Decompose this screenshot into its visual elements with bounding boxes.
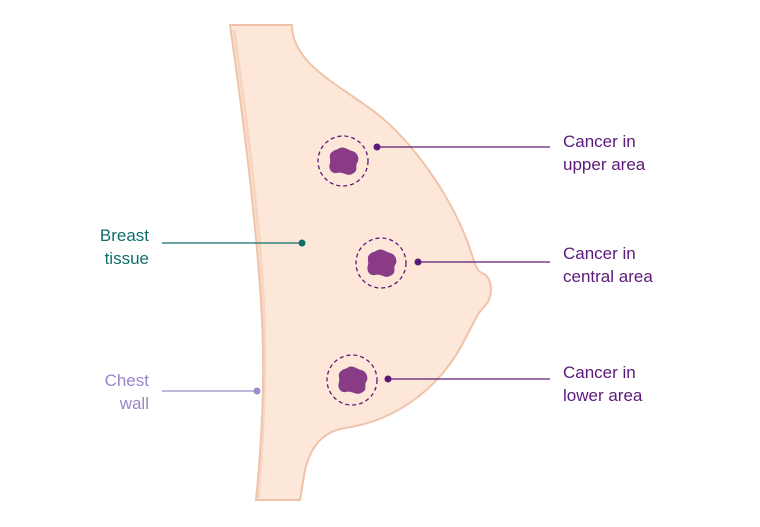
breast-tissue-label-line2: tissue xyxy=(104,249,149,268)
chest-wall-label: Chest wall xyxy=(40,369,149,415)
chest-wall-edge xyxy=(232,29,267,499)
tumor-central-ring xyxy=(355,237,407,289)
tumor-upper-mass xyxy=(329,147,359,175)
central-area-label-line2: central area xyxy=(563,267,653,286)
central-area-label-line1: Cancer in xyxy=(563,244,636,263)
chest-wall-label-line2: wall xyxy=(119,394,149,413)
tumor-upper-ring xyxy=(317,135,369,187)
tumor-central xyxy=(355,237,407,289)
upper-area-label-line2: upper area xyxy=(563,155,646,174)
leader-chest-wall xyxy=(162,387,261,395)
breast-tissue-label: Breast tissue xyxy=(40,224,149,270)
leader-upper xyxy=(373,143,550,151)
leader-lower xyxy=(384,375,550,383)
tumor-lower-ring xyxy=(326,354,378,406)
tumor-lower xyxy=(326,354,378,406)
leader-central xyxy=(414,258,550,266)
tumor-central-mass xyxy=(367,249,397,277)
breast-tissue-label-line1: Breast xyxy=(99,226,149,245)
breast-silhouette xyxy=(228,24,492,501)
leader-breast-tissue xyxy=(162,239,306,247)
tumor-lower-mass xyxy=(338,366,368,394)
lower-area-label-line1: Cancer in xyxy=(563,363,636,382)
central-area-label: Cancer in central area xyxy=(563,242,743,288)
chest-wall-label-line1: Chest xyxy=(104,371,149,390)
upper-area-label-line1: Cancer in xyxy=(563,132,636,151)
lower-area-label: Cancer in lower area xyxy=(563,361,743,407)
tumor-upper xyxy=(317,135,369,187)
lower-area-label-line2: lower area xyxy=(563,386,643,405)
upper-area-label: Cancer in upper area xyxy=(563,130,743,176)
